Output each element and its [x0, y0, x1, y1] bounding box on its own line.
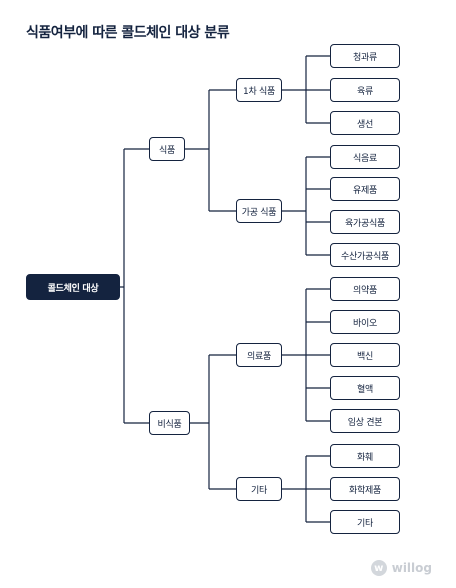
leaf-node: 바이오 [330, 310, 400, 334]
leaf-node: 육류 [330, 78, 400, 102]
node-processed-food: 가공 식품 [236, 199, 282, 223]
leaf-node: 백신 [330, 343, 400, 367]
node-other: 기타 [236, 477, 282, 501]
leaf-node: 육가공식품 [330, 210, 400, 234]
root-node: 콜드체인 대상 [26, 274, 120, 300]
leaf-node: 화학제품 [330, 477, 400, 501]
leaf-node: 의약품 [330, 277, 400, 301]
leaf-node: 수산가공식품 [330, 243, 400, 267]
node-medical: 의료품 [236, 343, 282, 367]
leaf-node: 식음료 [330, 145, 400, 169]
leaf-node: 기타 [330, 510, 400, 534]
willog-logo: w willog [370, 560, 432, 576]
page-title: 식품여부에 따른 콜드체인 대상 분류 [26, 25, 230, 41]
leaf-node: 유제품 [330, 177, 400, 201]
leaf-node: 생선 [330, 111, 400, 135]
node-non-food: 비식품 [149, 411, 190, 435]
willog-logo-icon: w [370, 560, 387, 576]
leaf-node: 화훼 [330, 444, 400, 468]
logo-text: willog [391, 561, 432, 575]
node-food: 식품 [149, 137, 185, 161]
leaf-node: 청과류 [330, 44, 400, 68]
leaf-node: 임상 견본 [330, 409, 400, 433]
leaf-node: 혈액 [330, 376, 400, 400]
node-primary-food: 1차 식품 [236, 78, 282, 102]
